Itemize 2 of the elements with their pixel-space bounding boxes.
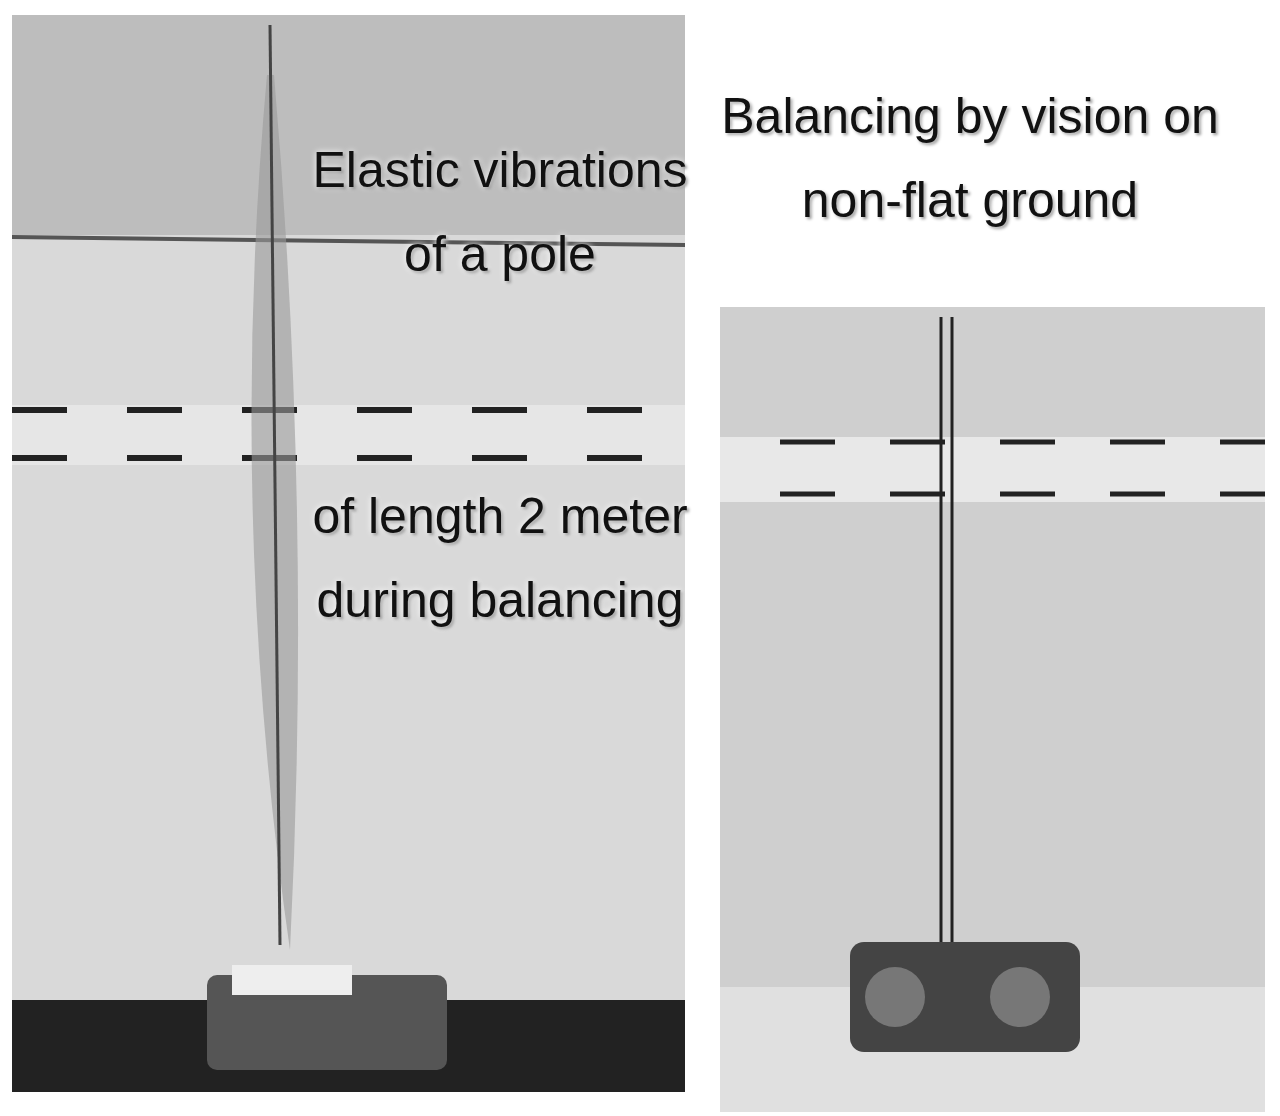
caption-text: of length 2 meter during balancing — [311, 487, 689, 630]
caption-text: Balancing by vision on non-flat ground — [720, 87, 1220, 230]
